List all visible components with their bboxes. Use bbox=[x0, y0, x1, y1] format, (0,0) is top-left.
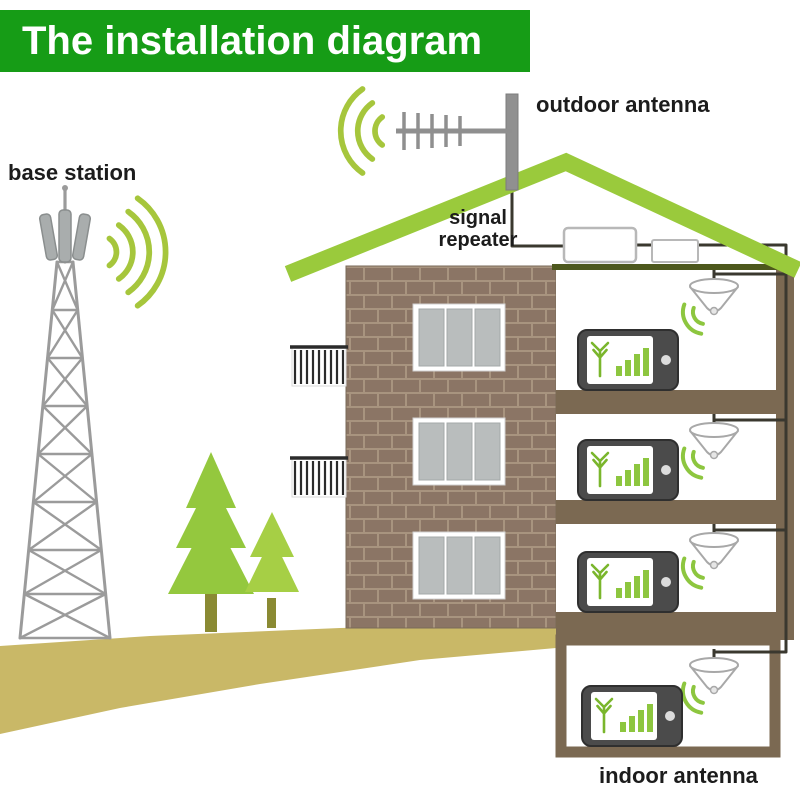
floor-slab-2 bbox=[556, 500, 794, 524]
antenna-mast bbox=[505, 93, 519, 191]
page-title: The installation diagram bbox=[0, 10, 530, 72]
phone-floor2 bbox=[576, 438, 680, 502]
cell-tower-icon bbox=[18, 185, 112, 640]
ground bbox=[0, 623, 556, 734]
phone-basement bbox=[580, 684, 684, 748]
roof bbox=[284, 152, 800, 282]
pine-tree-large-icon bbox=[168, 452, 254, 632]
yagi-antenna-icon bbox=[396, 112, 512, 150]
indoor-antenna-label: indoor antenna bbox=[599, 763, 758, 788]
windows bbox=[412, 303, 506, 600]
outdoor-antenna-signal-waves-icon bbox=[341, 89, 382, 173]
outdoor-antenna-label: outdoor antenna bbox=[536, 92, 710, 117]
staircase-lower bbox=[288, 455, 350, 499]
floor-slab-1 bbox=[556, 390, 794, 414]
phone-floor1 bbox=[576, 550, 680, 614]
staircase-upper bbox=[288, 344, 350, 388]
signal-repeater-icon bbox=[562, 226, 638, 264]
base-station-label: base station bbox=[8, 160, 137, 185]
pine-tree-small-icon bbox=[245, 512, 299, 628]
signal-repeater-label: signal repeater bbox=[438, 207, 518, 251]
power-box bbox=[651, 239, 699, 263]
phone-floor3 bbox=[576, 328, 680, 392]
base-station-signal-waves-icon bbox=[109, 198, 165, 305]
window-icon bbox=[412, 303, 506, 372]
window-icon bbox=[412, 417, 506, 486]
window-icon bbox=[412, 531, 506, 600]
antenna-panels bbox=[38, 209, 92, 263]
